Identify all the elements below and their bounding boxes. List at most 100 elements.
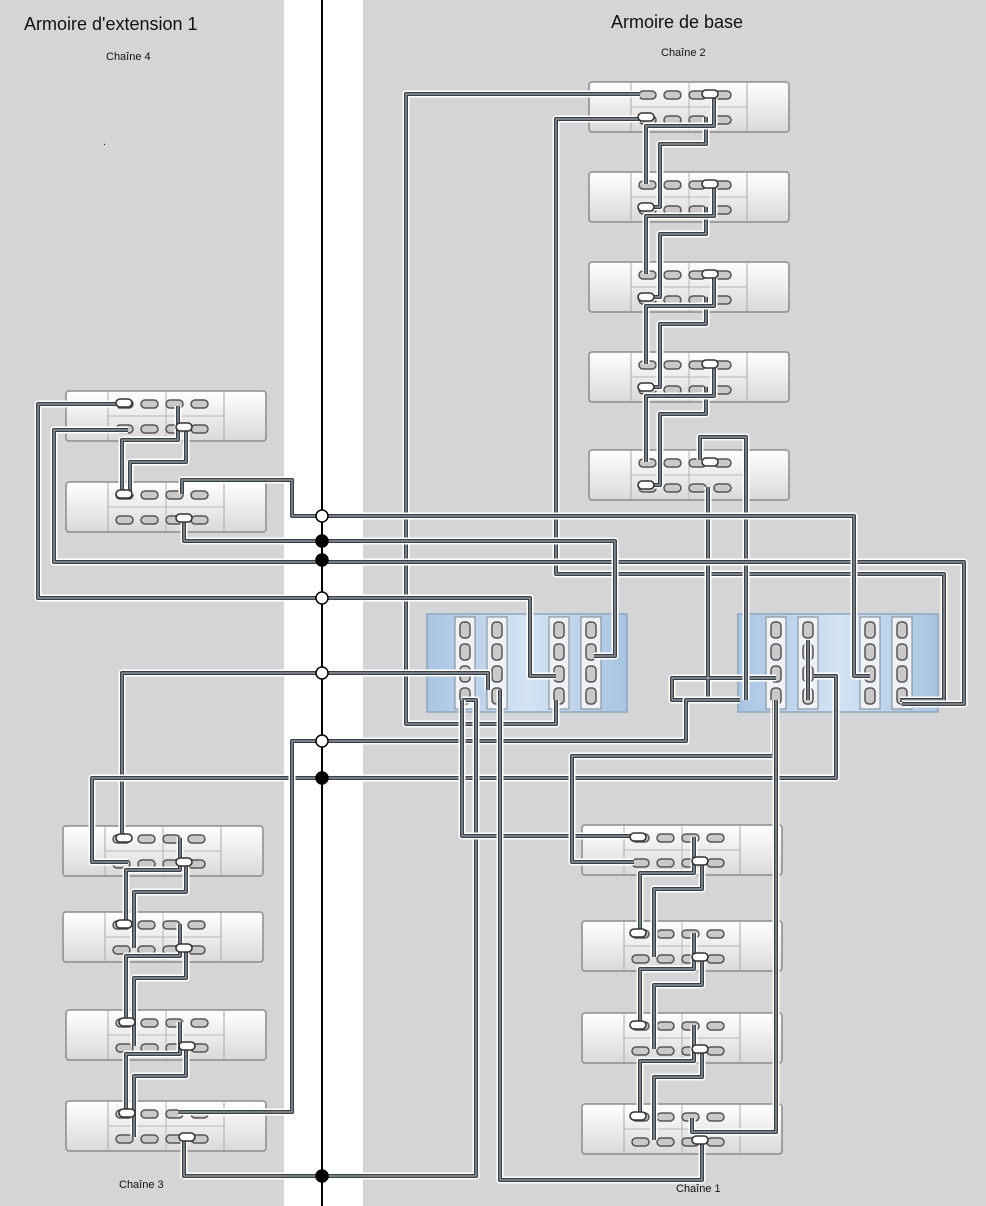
cable-connector bbox=[637, 382, 655, 392]
cable-connector bbox=[637, 202, 655, 212]
cable-connector bbox=[629, 832, 647, 842]
hba-port bbox=[553, 621, 565, 639]
hba-port bbox=[770, 621, 782, 639]
cable-chain2-bottom bbox=[668, 487, 776, 704]
port-slot bbox=[706, 1112, 725, 1122]
port-slot bbox=[663, 180, 682, 190]
cable-highlight bbox=[183, 520, 616, 657]
cable-connector bbox=[175, 513, 193, 523]
hba-port bbox=[491, 621, 503, 639]
junction-filled bbox=[315, 771, 329, 785]
port-slot bbox=[656, 1046, 675, 1056]
cable-highlight bbox=[133, 1046, 187, 1137]
shelf-chain1 bbox=[581, 920, 783, 972]
port-slot bbox=[656, 833, 675, 843]
sas-cables bbox=[34, 90, 968, 1184]
hba-port bbox=[491, 643, 503, 661]
cable-highlight bbox=[691, 700, 777, 1133]
cable-chain3-a bbox=[122, 1022, 184, 1113]
cable-highlight bbox=[125, 838, 181, 924]
hba-port bbox=[896, 665, 908, 683]
cable-chain1-top bbox=[458, 700, 634, 840]
port-slot bbox=[187, 920, 206, 930]
port-slot bbox=[663, 270, 682, 280]
cable-highlight bbox=[178, 699, 740, 1113]
port-slot bbox=[137, 920, 156, 930]
cable-chain2-top bbox=[402, 90, 640, 728]
port-slot bbox=[663, 483, 682, 493]
cable-chain1-a bbox=[650, 861, 706, 957]
chain-4-label: Chaîne 4 bbox=[106, 51, 151, 63]
port-slot bbox=[663, 360, 682, 370]
cable-highlight bbox=[639, 933, 695, 1025]
cable-connector bbox=[637, 480, 655, 490]
hba-port bbox=[864, 621, 876, 639]
cable-chain4-c bbox=[178, 476, 870, 680]
port-slot bbox=[190, 490, 209, 500]
port-slot bbox=[706, 1021, 725, 1031]
cable-connector bbox=[115, 833, 133, 843]
cable-connector bbox=[629, 1111, 647, 1121]
cable-highlight bbox=[671, 487, 776, 701]
junction-open bbox=[315, 734, 329, 748]
port-slot bbox=[140, 1109, 159, 1119]
cable-connector bbox=[701, 89, 719, 99]
cable-connector bbox=[701, 269, 719, 279]
hba-port bbox=[864, 687, 876, 705]
cable-chain1-loop bbox=[688, 700, 780, 1136]
port-slot bbox=[140, 1018, 159, 1028]
port-slot bbox=[706, 929, 725, 939]
port-slot bbox=[137, 834, 156, 844]
cable-connector bbox=[637, 292, 655, 302]
port-slot bbox=[190, 424, 209, 434]
port-slot bbox=[688, 483, 707, 493]
hba-port bbox=[459, 643, 471, 661]
cable-chain1-b bbox=[636, 933, 698, 1025]
cable-chain2-b bbox=[642, 274, 718, 364]
port-slot bbox=[187, 834, 206, 844]
cable-highlight bbox=[125, 924, 181, 1022]
port-slot bbox=[656, 954, 675, 964]
port-slot bbox=[706, 858, 725, 868]
junction-open bbox=[315, 509, 329, 523]
cable-connector bbox=[115, 489, 133, 499]
cable-highlight bbox=[645, 94, 715, 184]
port-slot bbox=[115, 1134, 134, 1144]
cable-chain3-out bbox=[180, 696, 480, 1180]
port-slot bbox=[631, 954, 650, 964]
cable-chain3-a bbox=[122, 924, 184, 1022]
cable-chain2-b bbox=[642, 364, 718, 462]
port-slot bbox=[706, 1137, 725, 1147]
cable-chain2-b bbox=[642, 94, 718, 184]
port-slot bbox=[140, 490, 159, 500]
hba-port bbox=[491, 665, 503, 683]
cable-chain3-b bbox=[130, 1046, 190, 1137]
cable-highlight bbox=[639, 1025, 695, 1116]
cable-highlight bbox=[639, 837, 695, 933]
cable-highlight bbox=[652, 207, 707, 298]
cable-connector bbox=[115, 398, 133, 408]
dot-mark: . bbox=[103, 136, 107, 148]
cable-chain2-loop bbox=[696, 433, 750, 700]
ports bbox=[115, 89, 719, 1145]
cable-connector bbox=[691, 952, 709, 962]
io-card bbox=[580, 616, 602, 710]
port-slot bbox=[638, 90, 657, 100]
junctions bbox=[315, 509, 329, 1183]
cable-connector bbox=[629, 1020, 647, 1030]
port-slot bbox=[663, 458, 682, 468]
hba-port bbox=[802, 621, 814, 639]
port-slot bbox=[656, 1112, 675, 1122]
cable-chain2-a bbox=[652, 387, 710, 489]
cable-chain2-b bbox=[642, 184, 718, 274]
junction-filled bbox=[315, 534, 329, 548]
cable-highlight bbox=[125, 1022, 181, 1113]
base-cabinet-title: Armoire de base bbox=[611, 12, 744, 32]
io-card bbox=[859, 616, 881, 710]
hba-port bbox=[553, 643, 565, 661]
cable-highlight bbox=[499, 690, 703, 1181]
junction-open bbox=[315, 666, 329, 680]
junction-open bbox=[315, 591, 329, 605]
hba-port bbox=[585, 621, 597, 639]
